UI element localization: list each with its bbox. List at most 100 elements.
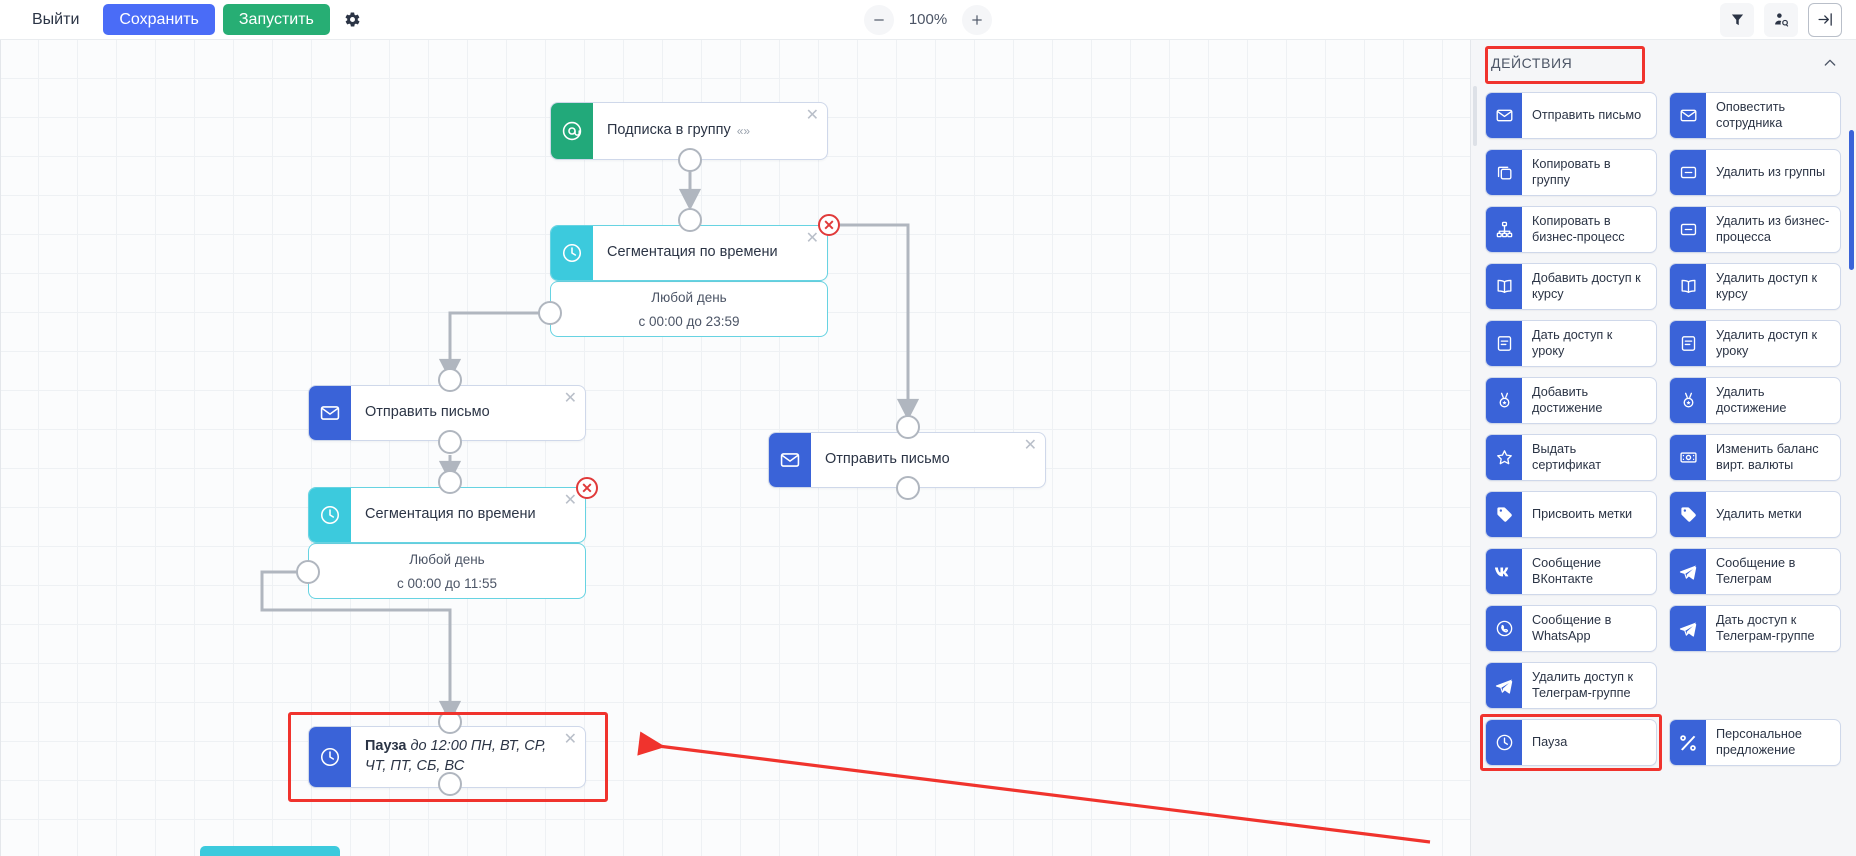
action-item[interactable]: Изменить баланс вирт. валюты bbox=[1669, 434, 1841, 481]
action-item-label: Сообщение в WhatsApp bbox=[1532, 613, 1612, 643]
action-item[interactable]: Удалить доступ к Телеграм-группе bbox=[1485, 662, 1657, 709]
action-item[interactable]: Сообщение ВКонтакте bbox=[1485, 548, 1657, 595]
clock-icon bbox=[551, 226, 593, 280]
action-item-label: Удалить из бизнес-процесса bbox=[1716, 214, 1830, 244]
close-icon[interactable]: ✕ bbox=[1023, 437, 1037, 454]
node-send-email-2-body: Отправить письмо ✕ bbox=[811, 433, 1045, 487]
telegram-icon bbox=[1670, 606, 1706, 651]
subcard-segmentation-2-time: с 00:00 до 11:55 bbox=[397, 575, 497, 591]
node-subscribe-suffix: «» bbox=[736, 123, 751, 138]
zoom-in-button[interactable] bbox=[962, 4, 992, 35]
action-item-label: Копировать в группу bbox=[1532, 157, 1611, 187]
copy-icon bbox=[1486, 150, 1522, 195]
actions-panel-header[interactable]: ДЕЙСТВИЯ bbox=[1471, 40, 1856, 86]
action-item[interactable]: Добавить достижение bbox=[1485, 377, 1657, 424]
port-send-email-2-in[interactable] bbox=[896, 415, 920, 439]
action-item[interactable]: Удалить метки bbox=[1669, 491, 1841, 538]
close-icon[interactable]: ✕ bbox=[563, 492, 577, 509]
port-segmentation1-true-out[interactable] bbox=[538, 301, 562, 325]
action-item[interactable]: Удалить доступ к уроку bbox=[1669, 320, 1841, 367]
action-item[interactable]: Выдать сертификат bbox=[1485, 434, 1657, 481]
vk-icon bbox=[1486, 549, 1522, 594]
connector-lines bbox=[260, 162, 920, 723]
close-icon[interactable]: ✕ bbox=[563, 731, 577, 748]
action-item[interactable]: Дать доступ к уроку bbox=[1485, 320, 1657, 367]
sitemap-icon bbox=[1486, 207, 1522, 252]
chevron-up-icon[interactable] bbox=[1822, 55, 1838, 71]
node-subscribe-title: Подписка в группу bbox=[607, 122, 731, 139]
action-item[interactable]: Удалить достижение bbox=[1669, 377, 1841, 424]
action-item[interactable]: Добавить доступ к курсу bbox=[1485, 263, 1657, 310]
close-icon[interactable]: ✕ bbox=[805, 230, 819, 247]
action-item-label: Удалить метки bbox=[1716, 506, 1802, 521]
toolbar-left-group: Выйти Сохранить Запустить bbox=[0, 3, 368, 36]
action-item[interactable]: Присвоить метки bbox=[1485, 491, 1657, 538]
envelope-icon bbox=[769, 433, 811, 487]
close-icon[interactable]: ✕ bbox=[805, 107, 819, 124]
action-item[interactable]: Удалить из группы bbox=[1669, 149, 1841, 196]
envelope-icon bbox=[1670, 93, 1706, 138]
action-item-label: Отправить письмо bbox=[1532, 107, 1642, 122]
clock-icon bbox=[309, 488, 351, 542]
action-item[interactable]: Копировать в группу bbox=[1485, 149, 1657, 196]
actions-panel: ДЕЙСТВИЯ Отправить письмо Оповестить сотр… bbox=[1470, 40, 1856, 856]
telegram-icon bbox=[1670, 549, 1706, 594]
action-item[interactable]: Оповестить сотрудника bbox=[1669, 92, 1841, 139]
clock-icon bbox=[1486, 720, 1522, 765]
port-subscribe-out[interactable] bbox=[678, 148, 702, 172]
action-item-label: Пауза bbox=[1532, 734, 1568, 749]
clock-icon bbox=[309, 727, 351, 787]
node-send-email-1-body: Отправить письмо ✕ bbox=[351, 386, 585, 440]
action-item[interactable]: Дать доступ к Телеграм-группе bbox=[1669, 605, 1841, 652]
port-pause-out[interactable] bbox=[438, 772, 462, 796]
port-send-email-1-out[interactable] bbox=[438, 430, 462, 454]
filter-icon[interactable] bbox=[1720, 2, 1754, 37]
zoom-out-button[interactable] bbox=[864, 4, 894, 35]
subcard-segmentation-1[interactable]: Любой день с 00:00 до 23:59 bbox=[550, 281, 828, 337]
action-item[interactable]: Персональное предложение bbox=[1669, 719, 1841, 766]
action-item[interactable]: Сообщение в Телеграм bbox=[1669, 548, 1841, 595]
panel-resize-handle[interactable] bbox=[1473, 86, 1477, 146]
port-pause-in[interactable] bbox=[438, 710, 462, 734]
action-item[interactable]: Отправить письмо bbox=[1485, 92, 1657, 139]
port-segmentation2-in[interactable] bbox=[438, 470, 462, 494]
action-item[interactable]: Удалить доступ к курсу bbox=[1669, 263, 1841, 310]
book-icon bbox=[1486, 264, 1522, 309]
action-item-label: Сообщение ВКонтакте bbox=[1532, 556, 1602, 586]
subcard-segmentation-2[interactable]: Любой день с 00:00 до 11:55 bbox=[308, 543, 586, 599]
port-segmentation2-true-out[interactable] bbox=[296, 560, 320, 584]
medal-icon bbox=[1670, 378, 1706, 423]
save-button[interactable]: Сохранить bbox=[103, 3, 215, 36]
port-send-email-1-in[interactable] bbox=[438, 368, 462, 392]
exit-button[interactable]: Выйти bbox=[16, 4, 95, 36]
circle-x-icon[interactable]: ✕ bbox=[818, 214, 840, 236]
action-item[interactable]: Копировать в бизнес-процесс bbox=[1485, 206, 1657, 253]
node-segmentation-1[interactable]: Сегментация по времени ✕ bbox=[550, 225, 828, 281]
node-subscribe-body: Подписка в группу «» ✕ bbox=[593, 103, 827, 159]
user-search-icon[interactable] bbox=[1764, 2, 1798, 37]
minus-square-icon bbox=[1670, 207, 1706, 252]
action-item[interactable]: Сообщение в WhatsApp bbox=[1485, 605, 1657, 652]
tag-icon bbox=[1670, 492, 1706, 537]
panel-scrollbar-thumb[interactable] bbox=[1849, 130, 1854, 270]
panel-scrollbar[interactable] bbox=[1849, 130, 1854, 856]
port-send-email-2-out[interactable] bbox=[896, 476, 920, 500]
collapse-right-icon[interactable] bbox=[1808, 2, 1842, 37]
action-item[interactable]: Удалить из бизнес-процесса bbox=[1669, 206, 1841, 253]
node-segmentation-2[interactable]: Сегментация по времени ✕ bbox=[308, 487, 586, 543]
action-item-label: Присвоить метки bbox=[1532, 506, 1633, 521]
action-item-label: Выдать сертификат bbox=[1532, 442, 1602, 472]
action-item-label: Удалить доступ к курсу bbox=[1716, 271, 1818, 301]
action-item[interactable]: Пауза bbox=[1485, 719, 1657, 766]
port-segmentation1-in[interactable] bbox=[678, 208, 702, 232]
close-icon[interactable]: ✕ bbox=[563, 390, 577, 407]
node-send-email-1-title: Отправить письмо bbox=[365, 404, 490, 421]
circle-x-icon[interactable]: ✕ bbox=[576, 477, 598, 499]
node-send-email-2-title: Отправить письмо bbox=[825, 451, 950, 468]
workflow-canvas[interactable]: Подписка в группу «» ✕ Сегментация по вр… bbox=[0, 40, 1470, 856]
telegram-icon bbox=[1486, 663, 1522, 708]
gear-icon[interactable] bbox=[338, 5, 368, 35]
run-button[interactable]: Запустить bbox=[222, 3, 330, 36]
